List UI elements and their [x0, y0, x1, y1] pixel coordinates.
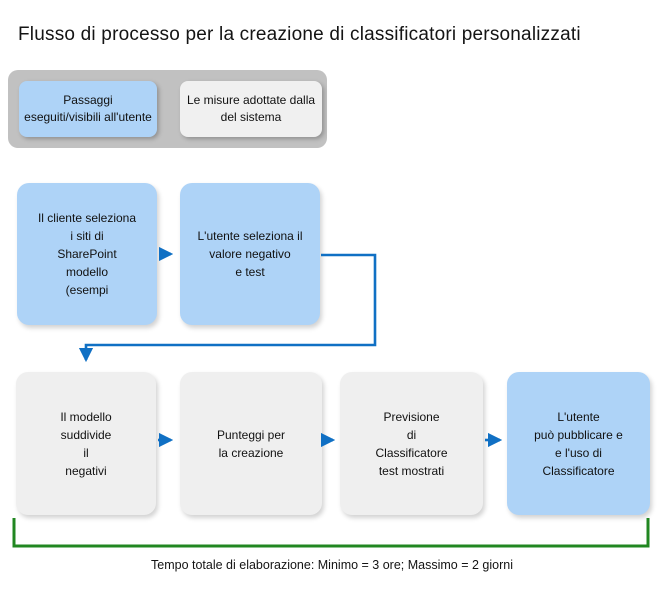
step-classifier-test-predictions: Previsione di Classificatore test mostra… — [340, 372, 483, 515]
page-title: Flusso di processo per la creazione di c… — [18, 24, 581, 45]
step-publish-and-use-classifier: L'utente può pubblicare e e l'uso di Cla… — [507, 372, 650, 515]
legend-system-steps: Le misure adottate dalla del sistema — [180, 81, 322, 137]
legend-user-steps: Passaggi eseguiti/visibili all'utente — [19, 81, 157, 137]
total-time-bracket — [12, 518, 650, 548]
step-model-splits-negatives: Il modello suddivide il negativi — [16, 372, 156, 515]
step-select-sharepoint-sites: Il cliente seleziona i siti di SharePoin… — [17, 183, 157, 325]
step-select-negative-and-test: L'utente seleziona il valore negativo e … — [180, 183, 320, 325]
step-scores-for-creation: Punteggi per la creazione — [180, 372, 322, 515]
legend: Passaggi eseguiti/visibili all'utente Le… — [8, 70, 327, 148]
total-time-label: Tempo totale di elaborazione: Minimo = 3… — [151, 558, 513, 572]
